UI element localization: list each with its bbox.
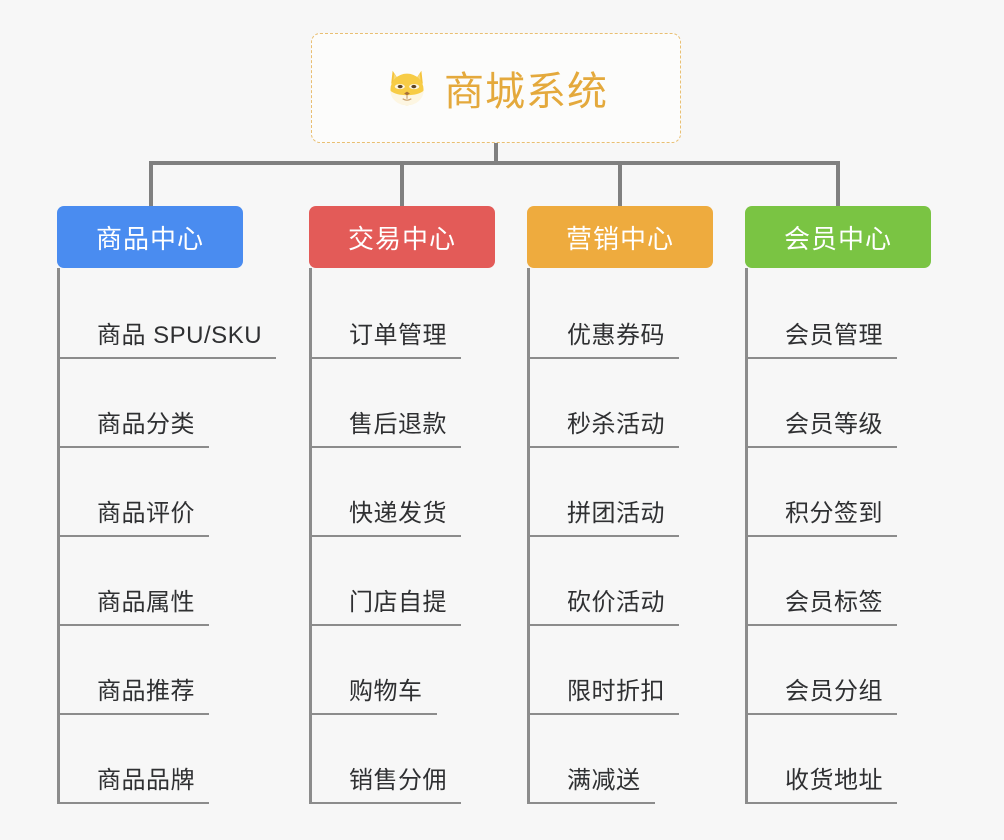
leaf-label: 订单管理 bbox=[349, 322, 447, 349]
branch-items-4: 会员管理 会员等级 积分签到 会员标签 会员分组 收货地址 bbox=[745, 268, 955, 804]
branch-header-2[interactable]: 交易中心 bbox=[309, 206, 495, 268]
connector-drop-2 bbox=[400, 161, 404, 208]
leaf-label: 收货地址 bbox=[785, 767, 883, 794]
branch-items-2: 订单管理 售后退款 快递发货 门店自提 购物车 销售分佣 bbox=[309, 268, 519, 804]
list-item[interactable]: 售后退款 bbox=[309, 359, 519, 448]
list-item[interactable]: 砍价活动 bbox=[527, 537, 737, 626]
list-item[interactable]: 销售分佣 bbox=[309, 715, 519, 804]
list-item[interactable]: 订单管理 bbox=[309, 270, 519, 359]
list-item[interactable]: 秒杀活动 bbox=[527, 359, 737, 448]
list-item[interactable]: 积分签到 bbox=[745, 448, 955, 537]
list-item[interactable]: 拼团活动 bbox=[527, 448, 737, 537]
list-item[interactable]: 会员等级 bbox=[745, 359, 955, 448]
list-item[interactable]: 会员管理 bbox=[745, 270, 955, 359]
leaf-label: 门店自提 bbox=[349, 589, 447, 616]
leaf-label: 商品品牌 bbox=[97, 767, 195, 794]
leaf-label: 快递发货 bbox=[349, 500, 447, 527]
leaf-label: 会员标签 bbox=[785, 589, 883, 616]
leaf-label: 商品推荐 bbox=[97, 678, 195, 705]
leaf-label: 销售分佣 bbox=[349, 767, 447, 794]
branch-header-3[interactable]: 营销中心 bbox=[527, 206, 713, 268]
leaf-label: 满减送 bbox=[567, 767, 641, 794]
root-title: 商城系统 bbox=[444, 70, 608, 114]
branch-items-1: 商品 SPU/SKU 商品分类 商品评价 商品属性 商品推荐 商品品牌 bbox=[57, 268, 289, 804]
branch-title-1: 商品中心 bbox=[95, 223, 204, 254]
list-item[interactable]: 快递发货 bbox=[309, 448, 519, 537]
list-item[interactable]: 限时折扣 bbox=[527, 626, 737, 715]
connector-drop-4 bbox=[836, 161, 840, 208]
branch-title-3: 营销中心 bbox=[565, 223, 674, 254]
branch-items-3: 优惠券码 秒杀活动 拼团活动 砍价活动 限时折扣 满减送 bbox=[527, 268, 737, 804]
leaf-label: 会员分组 bbox=[785, 678, 883, 705]
list-item[interactable]: 商品 SPU/SKU bbox=[57, 270, 289, 359]
leaf-label: 售后退款 bbox=[349, 411, 447, 438]
branch-column-1: 商品中心 商品 SPU/SKU 商品分类 商品评价 商品属性 商品推荐 商品品牌 bbox=[57, 206, 289, 804]
root-node[interactable]: 商城系统 bbox=[311, 33, 681, 143]
leaf-label: 商品 SPU/SKU bbox=[97, 322, 263, 349]
connector-horizontal-bus bbox=[149, 161, 840, 165]
list-item[interactable]: 会员分组 bbox=[745, 626, 955, 715]
leaf-label: 商品分类 bbox=[97, 411, 195, 438]
list-item[interactable]: 会员标签 bbox=[745, 537, 955, 626]
list-item[interactable]: 商品评价 bbox=[57, 448, 289, 537]
list-item[interactable]: 优惠券码 bbox=[527, 270, 737, 359]
branch-column-3: 营销中心 优惠券码 秒杀活动 拼团活动 砍价活动 限时折扣 满减送 bbox=[527, 206, 737, 804]
leaf-label: 优惠券码 bbox=[567, 322, 665, 349]
leaf-label: 积分签到 bbox=[785, 500, 883, 527]
list-item[interactable]: 满减送 bbox=[527, 715, 737, 804]
branch-title-2: 交易中心 bbox=[347, 223, 456, 254]
leaf-label: 商品评价 bbox=[97, 500, 195, 527]
leaf-label: 会员等级 bbox=[785, 411, 883, 438]
leaf-label: 限时折扣 bbox=[567, 678, 665, 705]
leaf-label: 拼团活动 bbox=[567, 500, 665, 527]
leaf-label: 商品属性 bbox=[97, 589, 195, 616]
list-item[interactable]: 商品属性 bbox=[57, 537, 289, 626]
connector-root-stem bbox=[494, 143, 498, 164]
leaf-label: 砍价活动 bbox=[567, 589, 665, 616]
list-item[interactable]: 门店自提 bbox=[309, 537, 519, 626]
branch-title-4: 会员中心 bbox=[783, 223, 892, 254]
list-item[interactable]: 收货地址 bbox=[745, 715, 955, 804]
list-item[interactable]: 商品品牌 bbox=[57, 715, 289, 804]
branch-header-1[interactable]: 商品中心 bbox=[57, 206, 243, 268]
connector-drop-3 bbox=[618, 161, 622, 208]
leaf-label: 会员管理 bbox=[785, 322, 883, 349]
branch-column-2: 交易中心 订单管理 售后退款 快递发货 门店自提 购物车 销售分佣 bbox=[309, 206, 519, 804]
list-item[interactable]: 商品推荐 bbox=[57, 626, 289, 715]
list-item[interactable]: 商品分类 bbox=[57, 359, 289, 448]
connector-drop-1 bbox=[149, 161, 153, 208]
list-item[interactable]: 购物车 bbox=[309, 626, 519, 715]
shiba-dog-icon bbox=[384, 65, 430, 111]
leaf-label: 购物车 bbox=[349, 678, 423, 705]
branch-header-4[interactable]: 会员中心 bbox=[745, 206, 931, 268]
branch-column-4: 会员中心 会员管理 会员等级 积分签到 会员标签 会员分组 收货地址 bbox=[745, 206, 955, 804]
leaf-label: 秒杀活动 bbox=[567, 411, 665, 438]
